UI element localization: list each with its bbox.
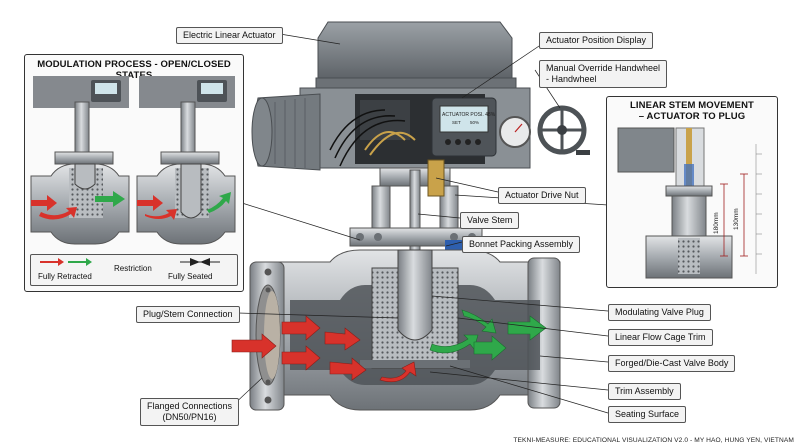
- callout-trim-assembly: Trim Assembly: [608, 383, 681, 400]
- callout-actuator-position-display: Actuator Position Display: [539, 32, 654, 49]
- legend-fully-seated: Fully Seated: [168, 272, 213, 281]
- stem-panel-title-2: – ACTUATOR TO PLUG: [638, 111, 746, 122]
- position-display: ACTUATOR POSI. 48% SET 50%: [431, 97, 497, 157]
- legend-seated-symbol: [180, 258, 220, 266]
- dim-label-180: 180mm: [713, 212, 720, 234]
- stem-movement-illustration: 180mm 130mm: [617, 127, 762, 279]
- footer-credit: TEKNI-MEASURE: EDUCATIONAL VISUALIZATION…: [513, 437, 794, 444]
- callout-modulating-valve-plug: Modulating Valve Plug: [608, 304, 711, 321]
- callout-flanged-connections: Flanged Connections (DN50/PN16): [140, 398, 240, 426]
- dim-label-130: 130mm: [733, 208, 740, 230]
- callout-seating-surface: Seating Surface: [608, 406, 687, 423]
- callout-valve-stem: Valve Stem: [460, 212, 520, 229]
- callout-bonnet-packing-assembly: Bonnet Packing Assembly: [462, 236, 581, 253]
- display-line2a: SET: [452, 120, 461, 125]
- callout-flanged-line2: (DN50/PN16): [162, 412, 217, 422]
- display-line2b: 50%: [470, 120, 479, 125]
- modulation-panel-title: MODULATION PROCESS - OPEN/CLOSED STATES: [37, 59, 231, 81]
- legend-fully-retracted: Fully Retracted: [38, 272, 92, 281]
- callout-manual-override-line2: - Handwheel: [546, 74, 597, 84]
- callout-linear-flow-cage-trim: Linear Flow Cage Trim: [608, 329, 713, 346]
- display-line1: ACTUATOR POSI. 48%: [442, 112, 496, 118]
- callout-electric-linear-actuator: Electric Linear Actuator: [176, 27, 283, 44]
- inlet-flow-arrows: [231, 315, 417, 383]
- callout-manual-override-line1: Manual Override Handwheel: [546, 63, 661, 73]
- dimension-lines: [720, 173, 748, 257]
- outlet-flow-arrows: [429, 309, 547, 361]
- legend-restriction: Restriction: [114, 264, 152, 273]
- pressure-gauge: [499, 116, 531, 148]
- callout-forged-die-cast-valve-body: Forged/Die-Cast Valve Body: [608, 355, 736, 372]
- modulation-illustration: [30, 76, 236, 245]
- state-open: [30, 76, 130, 245]
- ruler: [755, 144, 762, 274]
- leader-lines: [229, 33, 609, 414]
- legend-retracted-arrows: [40, 258, 92, 266]
- legend-symbols: [40, 258, 220, 266]
- modulation-legend: [30, 254, 238, 286]
- callout-actuator-drive-nut: Actuator Drive Nut: [498, 187, 586, 204]
- callout-plug-stem-connection: Plug/Stem Connection: [136, 306, 240, 323]
- state-closed: [136, 76, 236, 245]
- stem-panel-title-1: LINEAR STEM MOVEMENT: [630, 100, 754, 111]
- callout-manual-override: Manual Override Handwheel - Handwheel: [539, 60, 668, 88]
- handwheel: [537, 105, 590, 155]
- callout-flanged-line1: Flanged Connections: [147, 401, 233, 411]
